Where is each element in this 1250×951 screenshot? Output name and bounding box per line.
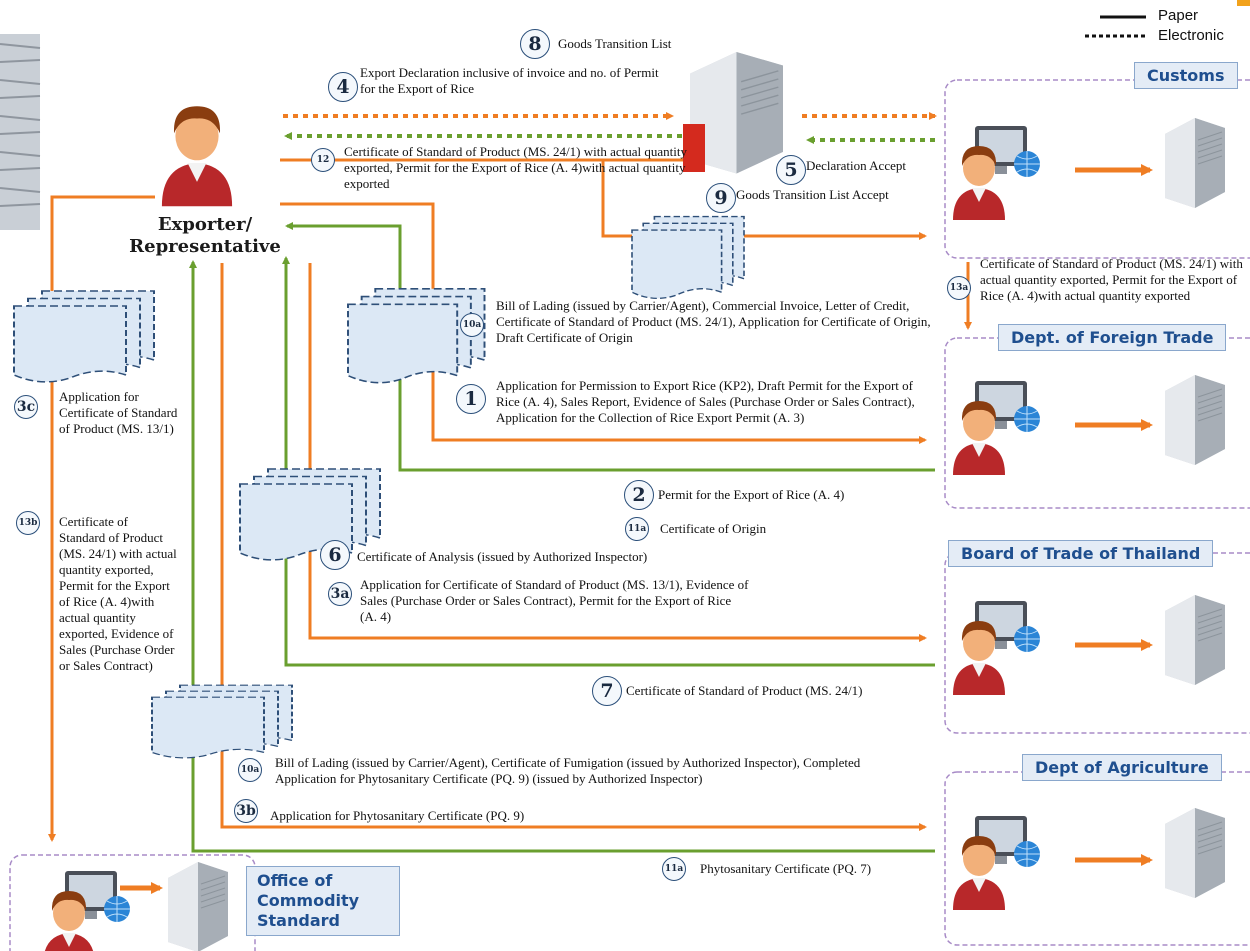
btt-server bbox=[1164, 594, 1226, 686]
background-image bbox=[0, 34, 41, 230]
ocs-title-line-2: Commodity bbox=[257, 891, 360, 910]
goods-accept-label: Goods Transition List Accept bbox=[736, 187, 889, 202]
step-1-badge: 1 bbox=[456, 384, 486, 414]
app-3a-label: Application for Certificate of Standard … bbox=[360, 577, 749, 624]
exporter-label: Exporter/ Representative bbox=[110, 214, 300, 258]
flow-goods-list-paper bbox=[601, 160, 927, 240]
dft-title: Dept. of Foreign Trade bbox=[998, 324, 1227, 351]
ocs-server bbox=[167, 861, 229, 951]
step-5-badge: 5 bbox=[776, 155, 806, 185]
cert-13a-label: Certificate of Standard of Product (MS. … bbox=[980, 256, 1243, 303]
export-declaration-label: Export Declaration inclusive of invoice … bbox=[360, 65, 659, 96]
btt-title: Board of Trade of Thailand bbox=[948, 540, 1214, 567]
step-8-badge: 8 bbox=[520, 29, 550, 59]
step-7-badge: 7 bbox=[592, 676, 622, 706]
agri-workstation bbox=[953, 816, 1040, 910]
dft-workstation bbox=[953, 381, 1040, 475]
agri-title: Dept of Agriculture bbox=[1022, 754, 1222, 781]
customs-workstation bbox=[953, 126, 1040, 220]
docs-10a-agri-label: Bill of Lading (issued by Carrier/Agent)… bbox=[275, 755, 861, 786]
cert-origin-label: Certificate of Origin bbox=[660, 521, 767, 536]
ocs-title: Office of Commodity Standard bbox=[246, 866, 400, 936]
legend-paper-label: Paper bbox=[1158, 7, 1199, 24]
step-11a-agri-badge: 11a bbox=[662, 857, 686, 881]
step-13b-badge: 13b bbox=[16, 511, 40, 535]
step-12-badge: 12 bbox=[311, 148, 335, 172]
customs-boundary bbox=[944, 79, 1250, 259]
declaration-accept-label: Declaration Accept bbox=[806, 158, 906, 173]
step-4-badge: 4 bbox=[328, 72, 358, 102]
dft-server bbox=[1164, 374, 1226, 466]
customs-title: Customs bbox=[1134, 62, 1238, 89]
step-13a-badge: 13a bbox=[947, 276, 971, 300]
docs-10a-label: Bill of Lading (issued by Carrier/Agent)… bbox=[496, 298, 931, 345]
permit-2-label: Permit for the Export of Rice (A. 4) bbox=[658, 487, 845, 502]
legend-electronic-label: Electronic bbox=[1158, 27, 1224, 44]
agri-server bbox=[1164, 807, 1226, 899]
doc-stack-goods-list bbox=[632, 217, 744, 299]
goods-list-label: Goods Transition List bbox=[558, 36, 672, 51]
doc-stack-ocs bbox=[14, 291, 154, 382]
step-10a-agri-badge: 10a bbox=[238, 758, 262, 782]
ocs-workstation bbox=[43, 871, 130, 951]
exporter-figure bbox=[161, 106, 233, 207]
phyto-11a-label: Phytosanitary Certificate (PQ. 7) bbox=[700, 861, 872, 876]
step-6-badge: 6 bbox=[320, 540, 350, 570]
flow-7-cert bbox=[282, 256, 935, 667]
ocs-title-line-3: Standard bbox=[257, 911, 340, 930]
customs-server bbox=[1164, 117, 1226, 209]
exporter-label-line-1: Exporter/ bbox=[157, 214, 253, 235]
step-11a-badge: 11a bbox=[625, 517, 649, 541]
central-server-red-panel bbox=[683, 124, 705, 172]
ocs-title-line-1: Office of bbox=[257, 871, 333, 890]
doc-stack-btt bbox=[240, 469, 380, 560]
cert-12-label: Certificate of Standard of Product (MS. … bbox=[344, 144, 687, 191]
doc-stack-dft bbox=[348, 289, 485, 383]
analysis-6-label: Certificate of Analysis (issued by Autho… bbox=[357, 549, 648, 564]
flow-3a-btt bbox=[308, 263, 927, 642]
step-3b-badge: 3b bbox=[234, 799, 258, 823]
step-2-badge: 2 bbox=[624, 480, 654, 510]
cert-7-label: Certificate of Standard of Product (MS. … bbox=[626, 683, 863, 698]
app-3c-label: Application for Certificate of Standard … bbox=[59, 389, 178, 436]
doc-stack-agri bbox=[152, 685, 292, 758]
app-3b-label: Application for Phytosanitary Certificat… bbox=[270, 808, 525, 823]
corner-accent bbox=[1237, 0, 1250, 6]
docs-1-label: Application for Permission to Export Ric… bbox=[496, 378, 915, 425]
step-3c-badge: 3c bbox=[14, 395, 38, 419]
step-10a-badge: 10a bbox=[460, 313, 484, 337]
flow-3b-agri bbox=[220, 263, 927, 831]
cert-13b-label: Certificate of Standard of Product (MS. … bbox=[59, 514, 177, 673]
flow-3c-ocs bbox=[48, 195, 155, 842]
btt-workstation bbox=[953, 601, 1040, 695]
step-3a-badge: 3a bbox=[328, 582, 352, 606]
exporter-label-line-2: Representative bbox=[129, 236, 281, 257]
step-9-badge: 9 bbox=[706, 183, 736, 213]
